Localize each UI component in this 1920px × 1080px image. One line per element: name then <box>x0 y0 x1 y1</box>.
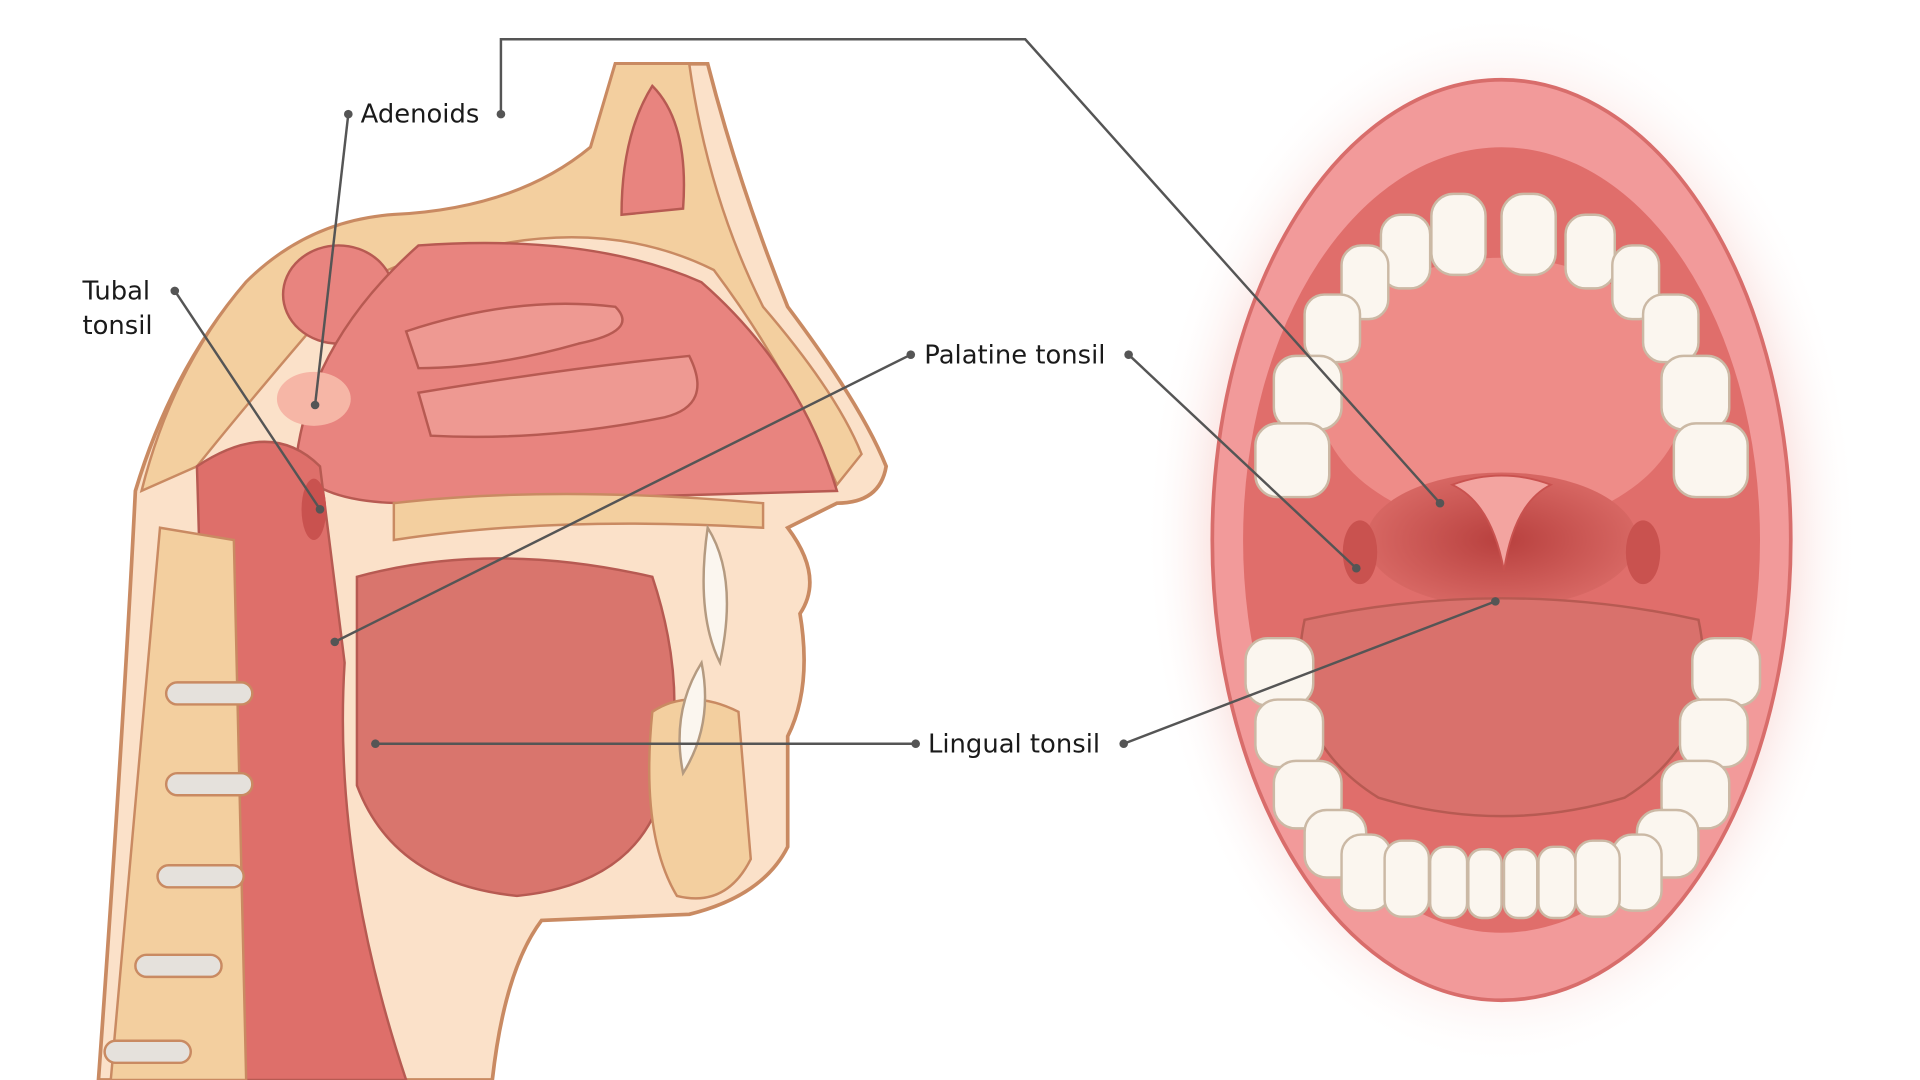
lingual-tonsil-leader-right <box>1123 600 1496 745</box>
uvula <box>1449 474 1554 571</box>
label-tubal-tonsil-line2: tonsil <box>82 311 152 341</box>
adenoids-leader <box>313 113 350 406</box>
lower-incisor <box>678 659 707 777</box>
palatine-tonsil-right <box>1625 520 1661 585</box>
nasal-conchae <box>404 302 699 439</box>
palatine-tonsil-leader-right <box>1127 353 1358 570</box>
palatine-tonsil-left <box>1342 520 1378 585</box>
cervical-vertebrae <box>103 526 254 1080</box>
lower-teeth <box>1244 636 1762 920</box>
label-palatine-tonsil: Palatine tonsil <box>924 340 1105 370</box>
tubal-tonsil-tissue <box>301 478 327 540</box>
tongue-front <box>1298 597 1705 818</box>
adenoid-tissue <box>276 371 351 426</box>
palate <box>1316 257 1687 528</box>
tongue <box>355 557 676 898</box>
hard-palate <box>392 492 765 542</box>
open-mouth-front-view <box>1144 12 1859 1068</box>
label-lingual-tonsil: Lingual tonsil <box>928 729 1100 759</box>
adenoids-to-mouth-leader <box>499 38 1441 504</box>
sagittal-head-section <box>96 61 889 1080</box>
frontal-sinus <box>620 83 686 217</box>
tubal-tonsil-leader <box>173 290 322 510</box>
label-tubal-tonsil-line1: Tubal <box>81 276 150 306</box>
palatine-tonsil-leader-left <box>334 353 912 643</box>
leader-lines <box>170 38 1500 749</box>
upper-incisor <box>702 524 729 667</box>
upper-teeth <box>1254 192 1749 499</box>
label-adenoids: Adenoids <box>361 100 480 130</box>
